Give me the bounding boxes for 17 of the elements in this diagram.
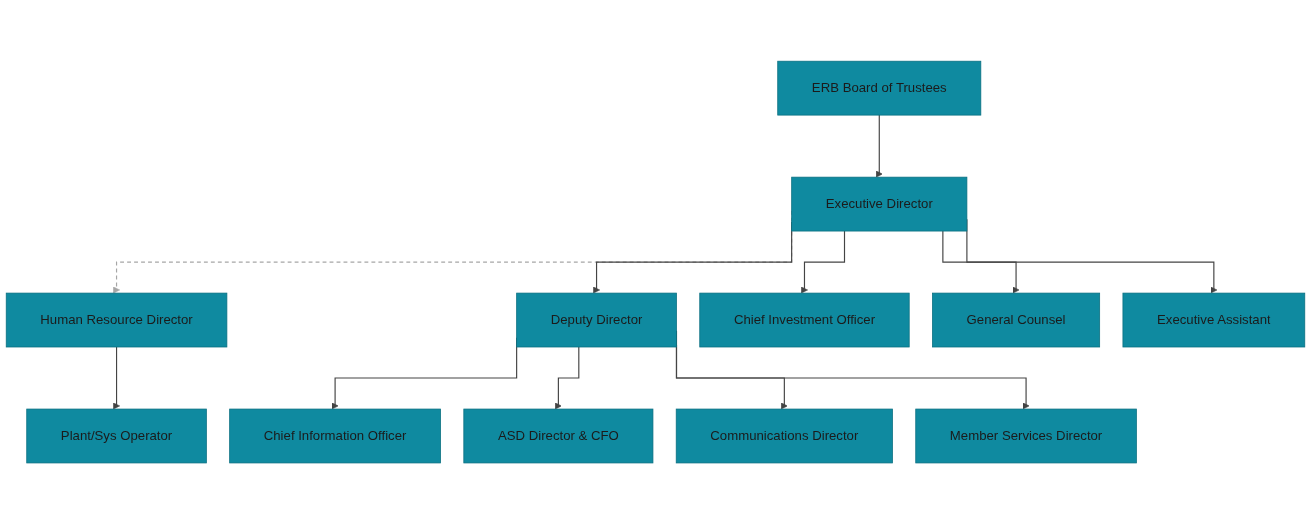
arrow (554, 346, 580, 410)
node-box: ERB Board of Trustees (777, 61, 982, 116)
node-box: Deputy Director (516, 293, 677, 348)
node-box: General Counsel (932, 293, 1101, 348)
arrow (942, 230, 1020, 294)
node-box: Executive Assistant (1122, 293, 1306, 348)
node-box: Communications Director (675, 409, 893, 464)
node-box: Chief Information Officer (229, 409, 441, 464)
node-box: Chief Investment Officer (699, 293, 910, 348)
arrow (801, 230, 846, 294)
node-box: Member Services Director (915, 409, 1137, 464)
arrow (113, 346, 120, 410)
node-box: Executive Director (791, 177, 968, 232)
arrow (875, 114, 883, 178)
node-box: Plant/Sys Operator (26, 409, 207, 464)
node-box: Human Resource Director (5, 293, 228, 348)
node-box: ASD Director & CFO (463, 409, 654, 464)
